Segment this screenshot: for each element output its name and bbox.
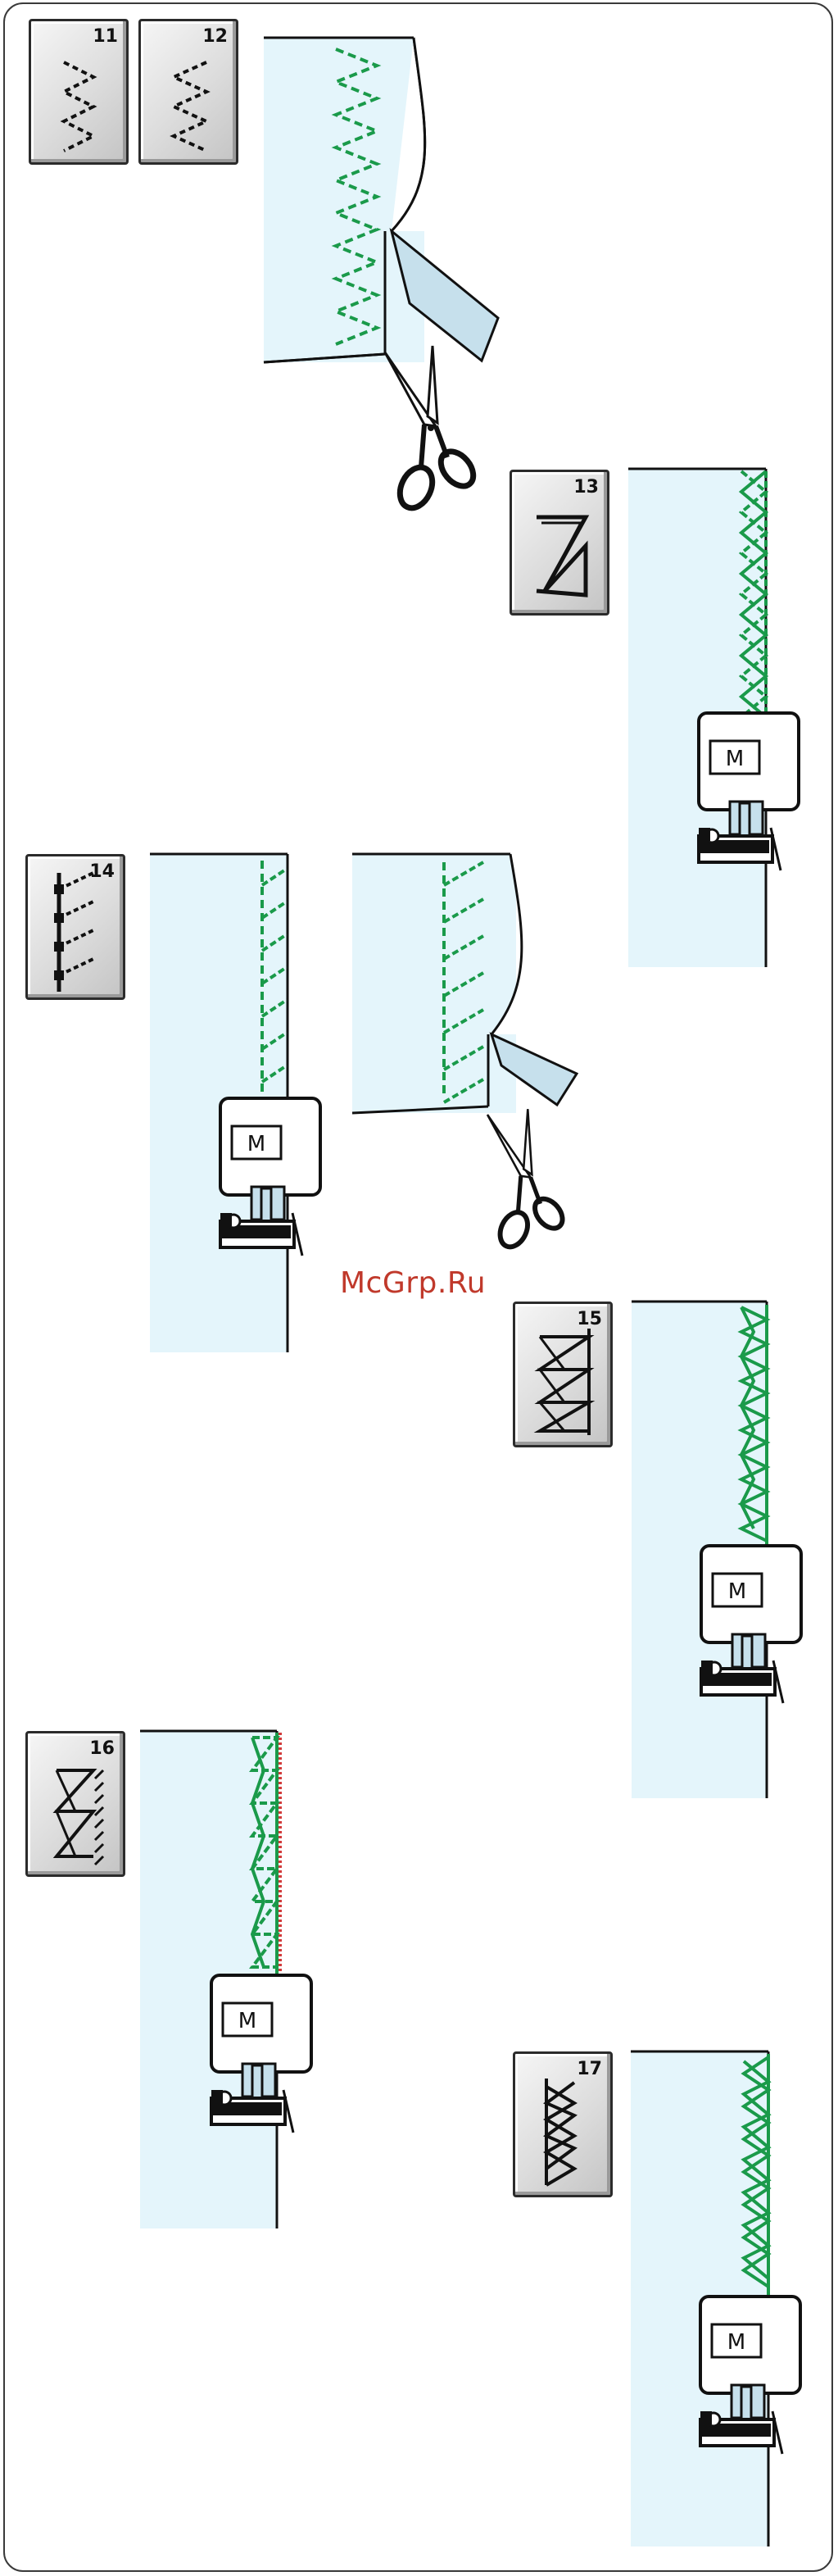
presser-foot-label: M (247, 1132, 265, 1156)
presser-foot-m-icon: M (699, 713, 799, 870)
fabric-flap-14 (491, 1034, 577, 1105)
scissors-icon (487, 1109, 568, 1252)
presser-foot-m-icon: M (701, 1546, 801, 1703)
stitch-line-14 (262, 861, 287, 1098)
presser-foot-label: M (238, 2009, 256, 2033)
presser-foot-label: M (727, 2330, 745, 2355)
stitch-line-1 (336, 49, 377, 344)
presser-foot-label: M (728, 1579, 746, 1604)
fabric-flap-1 (392, 231, 498, 361)
presser-foot-m-icon: M (211, 1975, 311, 2133)
presser-foot-label: M (726, 747, 744, 771)
presser-foot-m-icon: M (700, 2297, 800, 2454)
stitch-line-13 (741, 471, 766, 721)
watermark: McGrp.Ru (340, 1266, 486, 1300)
scissors-icon (385, 346, 480, 513)
stitch-line-14-trim (444, 862, 483, 1102)
stitch-line-17 (744, 2054, 768, 2295)
presser-foot-m-icon: M (220, 1098, 320, 1256)
stitch-line-16 (252, 1733, 280, 1975)
stitch-line-15 (741, 1305, 767, 1549)
